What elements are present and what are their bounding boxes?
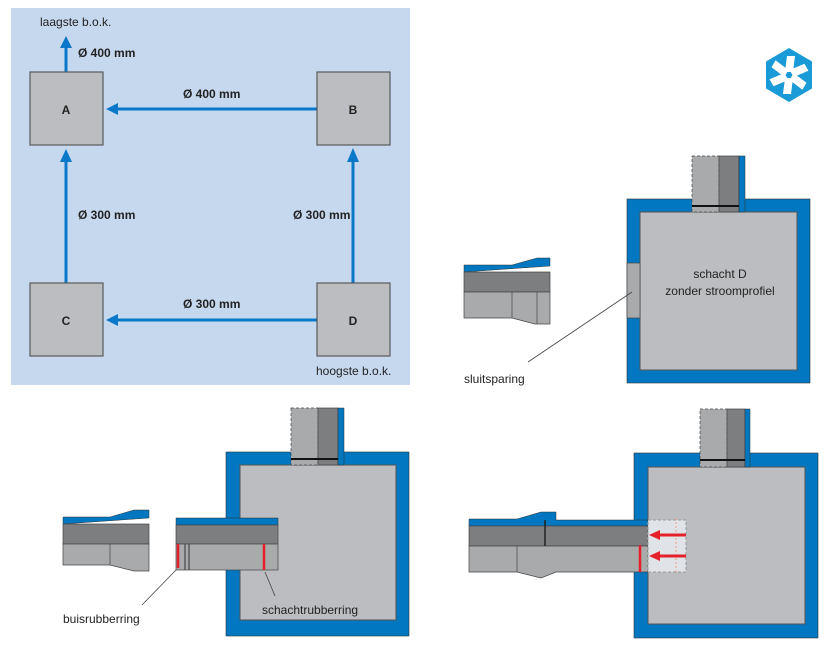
arrow-head [60,36,72,48]
arrow-head [106,103,118,115]
arrow-head [60,149,72,162]
shaft-b [316,71,391,146]
insertion-ghost [647,519,687,573]
recess [626,262,641,319]
shaft-connector-pipe [175,517,279,571]
shaft-c-label: C [62,314,71,328]
highest-label: hoogste b.o.k. [316,364,391,378]
brand-logo-icon [766,48,812,102]
outlet-pipe-label: Ø 400 mm [78,46,135,60]
pipe-bell-end [463,257,551,325]
pipe-b-a-label: Ø 400 mm [183,87,240,101]
pipe-ring-label: buisrubberring [63,612,140,626]
connected-pipe [468,511,687,579]
shaft-b-label: B [349,103,358,117]
recess-label: sluitsparing [464,372,525,386]
step2-rings: buisrubberring schachtrubberring [62,407,410,637]
shaft-a-label: A [62,103,71,117]
shaft-subtitle: zonder stroomprofiel [665,284,774,298]
lowest-label: laagste b.o.k. [40,15,111,29]
overview-panel: laagste b.o.k. Ø 400 mm Ø 400 mm Ø 300 m… [11,8,410,385]
step1-shaft-with-recess: schacht D zonder stroomprofiel sluitspar… [463,155,811,386]
pipe-c-a-label: Ø 300 mm [78,208,135,222]
arrow-head [347,148,359,162]
shaft-d-label: D [349,314,358,328]
push-arrow-icon [649,530,660,540]
arrow-head [106,314,118,326]
shaft-c [29,282,104,357]
pipe-bell-end [62,509,150,572]
pipe-d-b-label: Ø 300 mm [293,208,350,222]
shaft-d [316,282,391,357]
shaft-ring-label: schachtrubberring [262,603,358,617]
pipe-d-c-label: Ø 300 mm [183,297,240,311]
step3-insertion [468,408,819,639]
push-arrow-icon [649,551,660,561]
shaft-title: schacht D [693,267,747,281]
shaft-a [29,71,104,146]
